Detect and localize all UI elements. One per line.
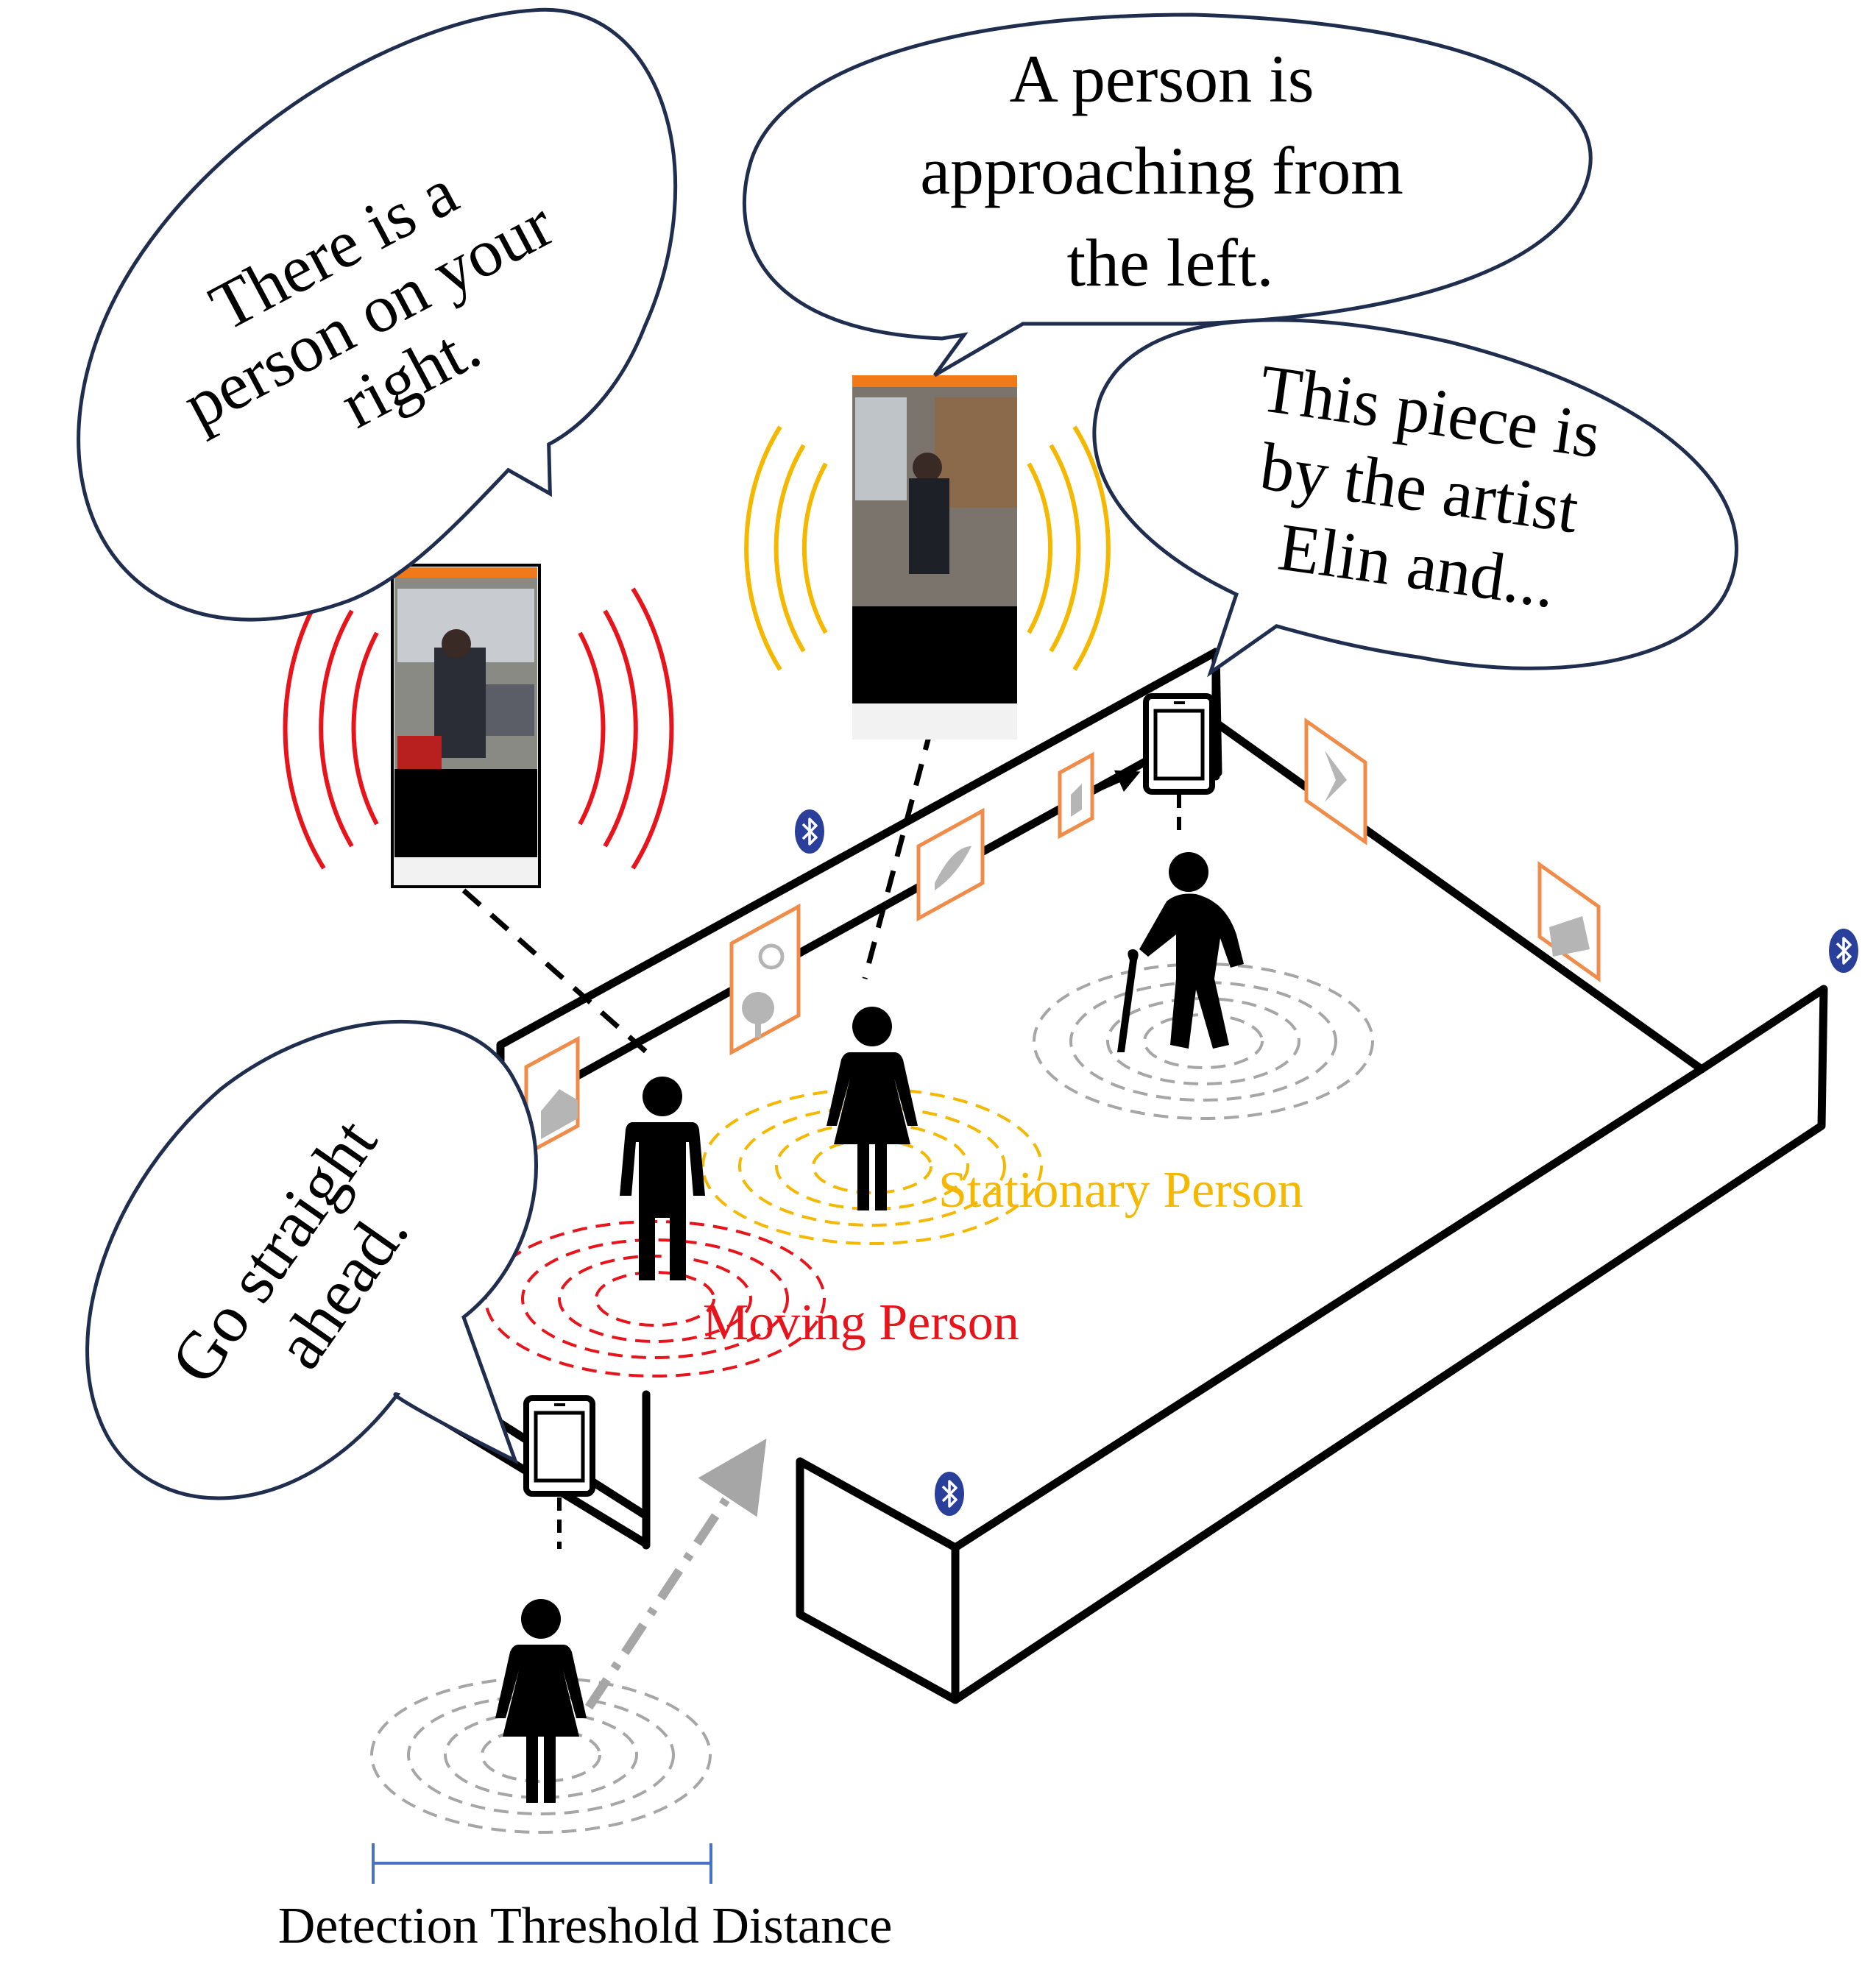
right-wall [796,985,1828,1704]
bubble-artwork: This piece is by the artist Elin and... [1092,318,1738,678]
pointer-arrow [1096,770,1141,793]
moving-person-label: Moving Person [703,1294,1019,1351]
artwork-motifs [541,751,1590,1139]
detection-threshold-label: Detection Threshold Distance [278,1898,893,1954]
tablet-icon [523,1395,595,1497]
phone-links [461,728,934,1062]
smartphone-stationary-alert [744,375,1111,740]
person-icon [826,1007,918,1210]
bubble-line: the left. [1067,225,1274,300]
person-icon [620,1077,705,1280]
bubble-approaching: A person is approaching from the left. [742,13,1593,377]
svg-text:A person is approaching: A person is approaching from the left. [920,41,1420,300]
bubble-right-person: There is a person on your right. [77,7,678,622]
elderly-person-cane-icon [1117,852,1244,1052]
stationary-person-label: Stationary Person [938,1162,1303,1219]
bubble-line: approaching from [920,133,1404,208]
back-right-wall [1211,648,1706,1074]
direction-arrow [584,1438,767,1710]
bluetooth-icon [793,808,826,855]
bluetooth-icon [1827,927,1860,974]
artwork-tree [729,903,801,1056]
bluetooth-icon [933,1470,966,1517]
detection-threshold: Detection Threshold Distance [278,1843,893,1954]
tablet-entrance [523,1395,595,1549]
tablet-icon [1143,693,1215,795]
bubble-line: A person is [1010,41,1314,116]
smartphone-moving-alert [283,564,674,888]
person-icon [495,1599,587,1803]
bubble-straight: Go straight ahead. [85,1019,538,1500]
tablet-artwork [1096,693,1215,839]
